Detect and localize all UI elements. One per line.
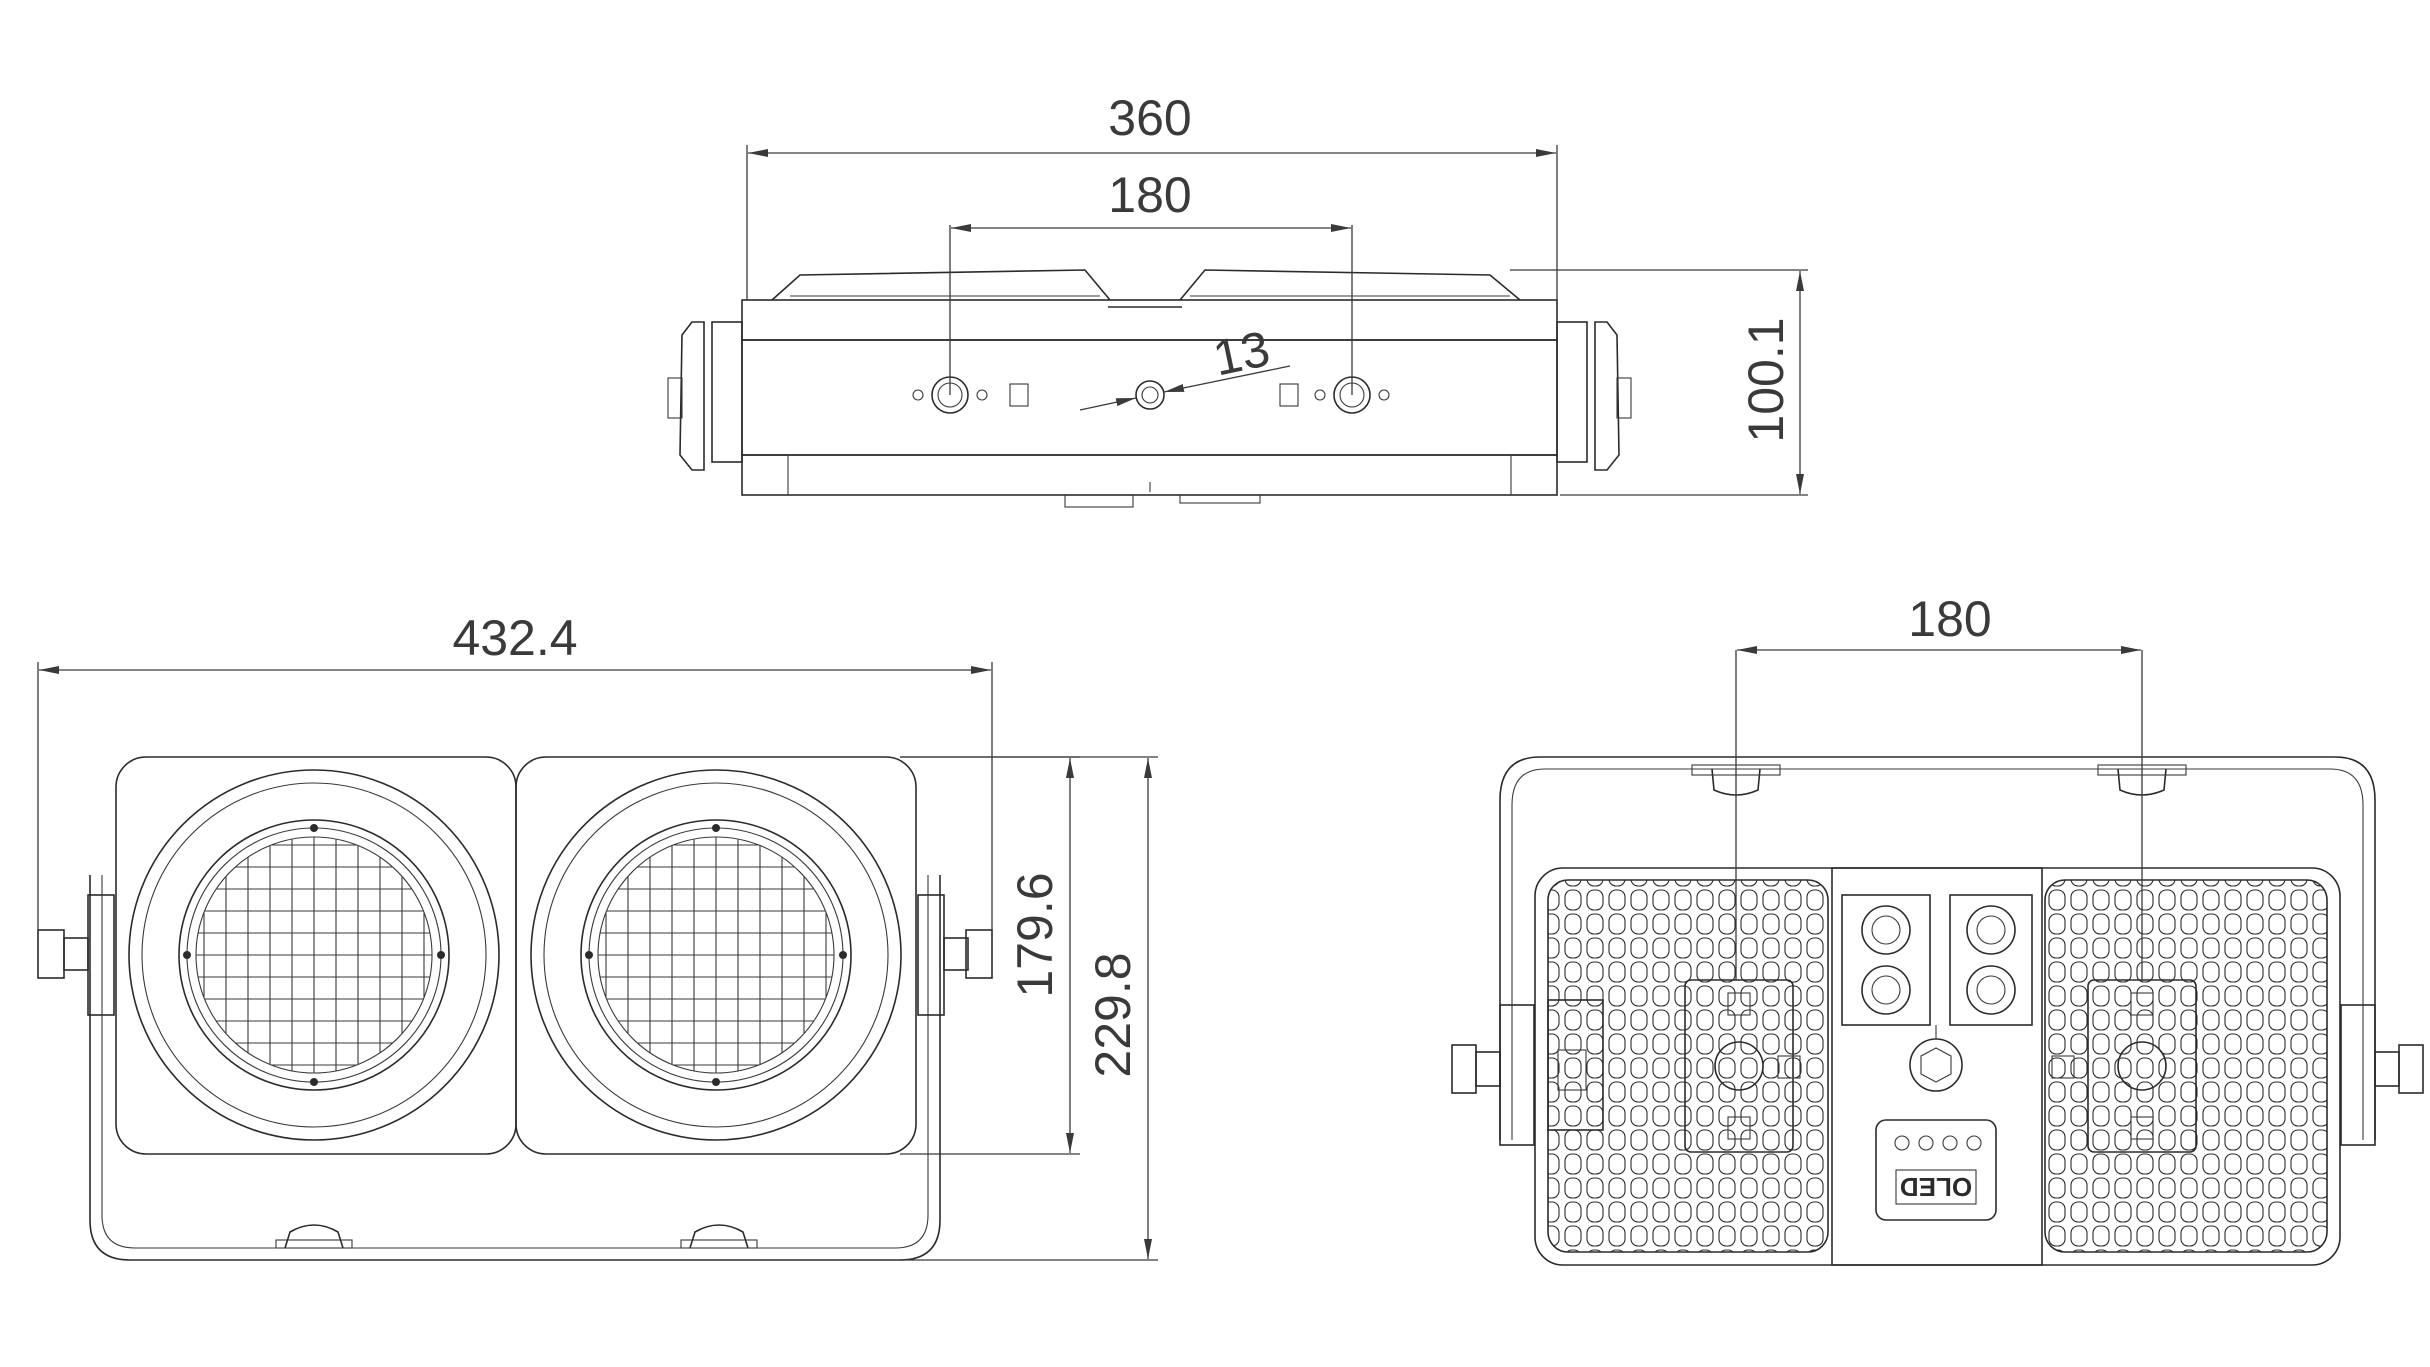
- dim-front-overall-height: 229.8: [1085, 952, 1141, 1077]
- right-lens: [530, 769, 902, 1141]
- dim-front-body-height: 179.6: [1007, 872, 1063, 997]
- dim-front-width: 432.4: [452, 610, 577, 666]
- rear-view: OLED 180: [1451, 591, 2424, 1266]
- dim-top-width: 360: [1108, 90, 1191, 146]
- dim-top-lens-spacing: 180: [1108, 167, 1191, 223]
- dim-top-height: 100.1: [1738, 317, 1794, 442]
- dim-rear-mount-spacing: 180: [1908, 591, 1991, 647]
- front-view: 432.4 179.6 229.8: [37, 610, 1158, 1261]
- oled-label: OLED: [1900, 1172, 1972, 1202]
- left-lens: [128, 769, 500, 1141]
- top-view: 360 180 13 100.1: [667, 90, 1808, 508]
- dim-connector-spacing: 13: [1208, 320, 1274, 386]
